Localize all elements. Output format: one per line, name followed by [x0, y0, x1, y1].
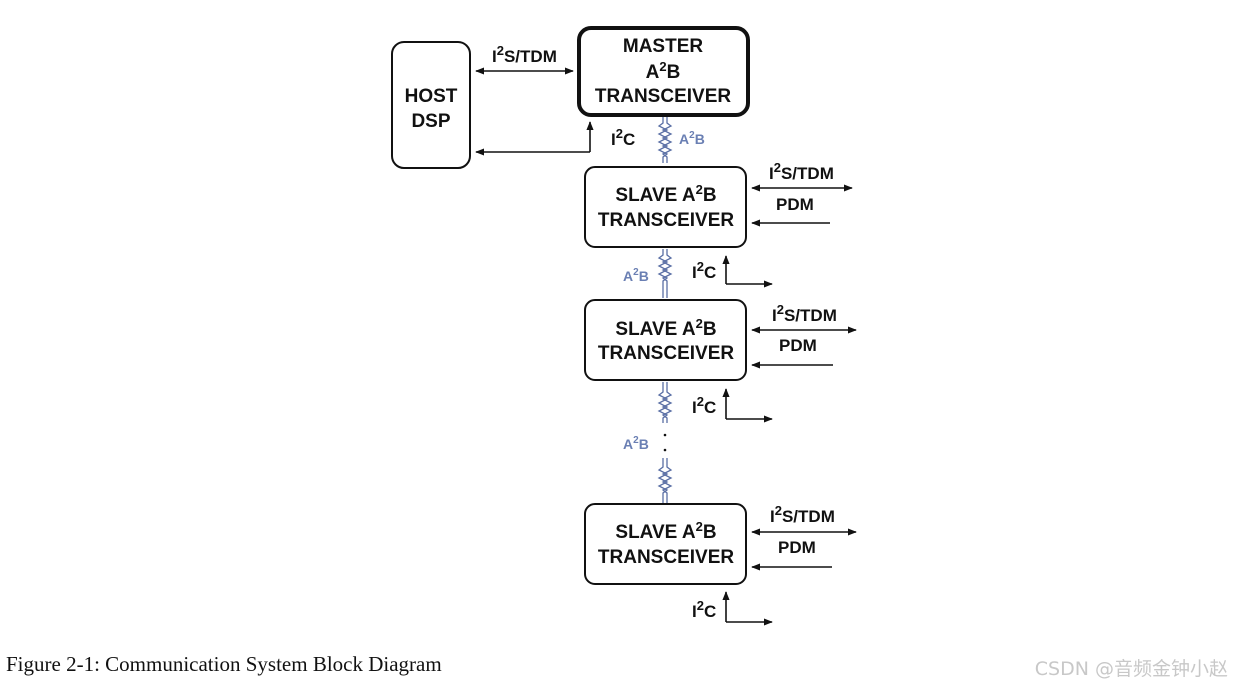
slave-transceiver-block-3: SLAVE A2B TRANSCEIVER	[584, 503, 747, 585]
slave3-label-line1: SLAVE A2B	[615, 519, 716, 543]
a2b-twisted-pair-1	[657, 117, 669, 163]
slave2-label-line1: SLAVE A2B	[615, 316, 716, 340]
bus-continuation-dot-1	[663, 433, 667, 437]
a2b-bus-label-2: A2B	[623, 267, 649, 284]
a2b-twisted-pair-2b	[661, 249, 673, 298]
slave-transceiver-block-2: SLAVE A2B TRANSCEIVER	[584, 299, 747, 381]
a2b-bus-label-1: A2B	[679, 130, 705, 147]
a2b-twisted-pair-4b	[661, 458, 673, 503]
slave3-i2c-label: I2C	[692, 598, 716, 621]
slave1-pdm-label: PDM	[776, 195, 814, 214]
figure-caption: Figure 2-1: Communication System Block D…	[6, 652, 442, 676]
master-label-line2: A2B	[646, 59, 681, 83]
host-master-i2s-label: I2S/TDM	[492, 43, 557, 66]
a2b-bus-label-3: A2B	[623, 435, 649, 452]
slave1-i2s-label: I2S/TDM	[769, 160, 834, 183]
slave3-i2s-label: I2S/TDM	[770, 503, 835, 526]
master-label-line3: TRANSCEIVER	[595, 86, 731, 107]
slave3-pdm-label: PDM	[778, 538, 816, 557]
slave1-i2c-label: I2C	[692, 259, 716, 282]
a2b-twisted-pair-3b	[661, 382, 673, 423]
master-transceiver-block: MASTER A2B TRANSCEIVER	[577, 26, 750, 117]
slave1-label-line2: TRANSCEIVER	[598, 210, 734, 231]
slave-transceiver-block-1: SLAVE A2B TRANSCEIVER	[584, 166, 747, 248]
a2b-twisted-pair-2	[657, 249, 669, 298]
slave2-pdm-label: PDM	[779, 336, 817, 355]
host-dsp-block: HOST DSP	[391, 41, 471, 169]
slave1-label-line1: SLAVE A2B	[615, 182, 716, 206]
a2b-twisted-pair-1b	[661, 117, 673, 163]
host-label-line2: DSP	[411, 111, 450, 132]
slave2-i2s-label: I2S/TDM	[772, 302, 837, 325]
slave2-label-line2: TRANSCEIVER	[598, 343, 734, 364]
watermark: CSDN @音频金钟小赵	[1034, 658, 1228, 680]
host-label-line1: HOST	[405, 86, 458, 107]
bus-continuation-dot-2	[663, 448, 667, 452]
master-i2c-label: I2C	[611, 126, 635, 149]
slave3-label-line2: TRANSCEIVER	[598, 547, 734, 568]
master-label-line1: MASTER	[623, 36, 704, 57]
slave2-i2c-label: I2C	[692, 394, 716, 417]
